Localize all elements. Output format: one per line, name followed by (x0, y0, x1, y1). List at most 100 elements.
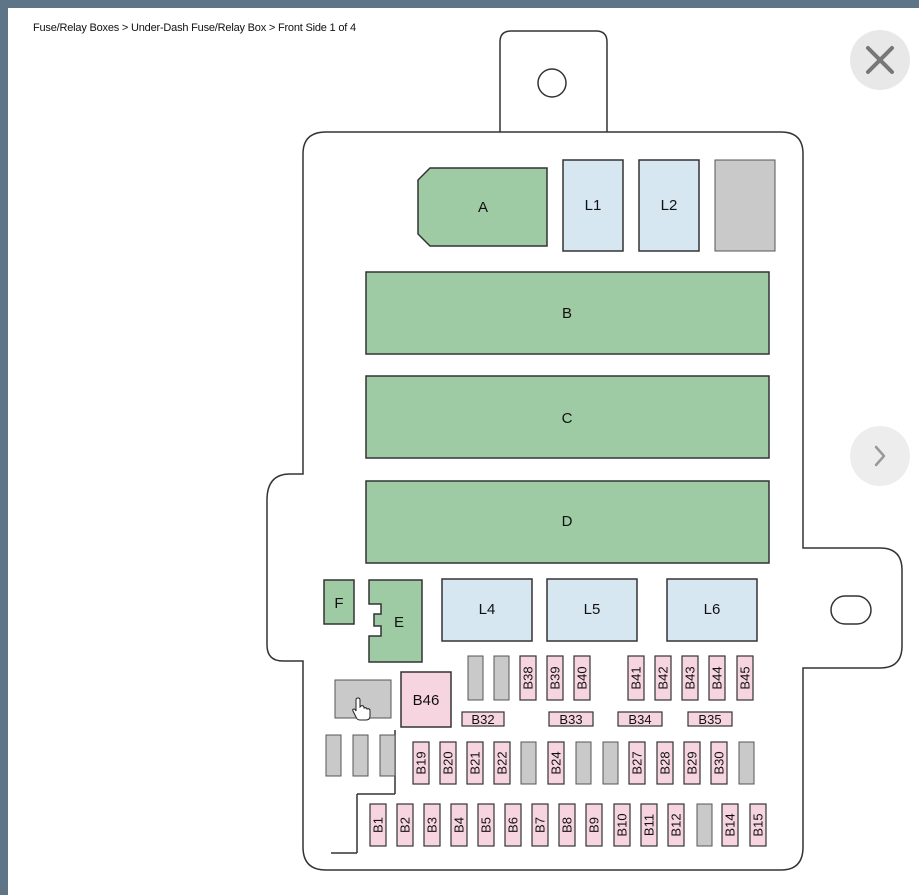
fuse-b15[interactable]: B15 (749, 803, 767, 847)
fuse-b45-label: B45 (738, 666, 753, 689)
fuse-b1-label: B1 (371, 817, 386, 833)
fuse-b3-label: B3 (425, 817, 440, 833)
empty-slot (696, 803, 713, 847)
close-button[interactable] (850, 30, 910, 90)
large-fuse-l1-label: L1 (585, 197, 602, 214)
large-fuse-l1[interactable]: L1 (562, 159, 624, 252)
chevron-right-icon (874, 445, 886, 467)
fuse-b11-label: B11 (642, 814, 657, 836)
relay-e[interactable]: E (368, 579, 423, 663)
fuse-b40[interactable]: B40 (573, 655, 591, 701)
fuse-b9[interactable]: B9 (585, 803, 603, 847)
large-fuse-l4[interactable]: L4 (441, 578, 533, 642)
fuse-row-mid: B19 B20 B21 B22 B24 B27 B28 B29 B30 (412, 741, 728, 785)
fuse-b6-label: B6 (506, 817, 521, 833)
relay-c[interactable]: C (365, 375, 770, 459)
fuse-b46[interactable]: B46 (400, 671, 452, 728)
large-fuse-l4-label: L4 (479, 601, 496, 618)
fuse-b8[interactable]: B8 (558, 803, 576, 847)
large-fuse-l2[interactable]: L2 (638, 159, 700, 252)
fuse-b3[interactable]: B3 (423, 803, 441, 847)
fuse-b30-label: B30 (712, 751, 727, 774)
hand-pointer-icon (352, 697, 371, 721)
fuse-b22[interactable]: B22 (493, 741, 511, 785)
empty-slot (352, 734, 369, 777)
breadcrumb: Fuse/Relay Boxes > Under-Dash Fuse/Relay… (33, 22, 356, 34)
fuse-b20[interactable]: B20 (439, 741, 457, 785)
fuse-b24-label: B24 (549, 751, 564, 774)
fuse-b21-label: B21 (468, 751, 483, 774)
fuse-b29-label: B29 (685, 751, 700, 774)
fuse-b34[interactable]: B34 (617, 711, 663, 727)
empty-slot (602, 741, 619, 785)
fuse-b39[interactable]: B39 (546, 655, 564, 701)
fuse-b7-label: B7 (533, 817, 548, 833)
fuse-b5[interactable]: B5 (477, 803, 495, 847)
fuse-b35[interactable]: B35 (687, 711, 733, 727)
fuse-b12-label: B12 (669, 813, 684, 836)
fuse-b44[interactable]: B44 (708, 655, 726, 701)
fuse-b4[interactable]: B4 (450, 803, 468, 847)
fuse-b33[interactable]: B33 (548, 711, 594, 727)
fuse-b6[interactable]: B6 (504, 803, 522, 847)
relay-f[interactable]: F (323, 579, 355, 625)
relay-f-label: F (334, 595, 343, 612)
fuse-b11[interactable]: B11 (640, 803, 658, 847)
large-fuse-l5[interactable]: L5 (546, 578, 638, 642)
fuse-b30[interactable]: B30 (710, 741, 728, 785)
empty-slot (714, 159, 776, 252)
fuse-b10[interactable]: B10 (613, 803, 631, 847)
fuse-b19-label: B19 (414, 751, 429, 774)
fuse-b24[interactable]: B24 (547, 741, 565, 785)
fuse-b45[interactable]: B45 (736, 655, 754, 701)
fuse-b15-label: B15 (751, 813, 766, 836)
fuse-b41-label: B41 (629, 666, 644, 689)
fuse-b5-label: B5 (479, 817, 494, 833)
empty-slot (379, 734, 396, 777)
empty-slot (325, 734, 342, 777)
next-page-button[interactable] (850, 426, 910, 486)
empty-slot (520, 741, 537, 785)
fuse-b42[interactable]: B42 (654, 655, 672, 701)
fuse-b44-label: B44 (710, 666, 725, 689)
fuse-b42-label: B42 (656, 666, 671, 689)
fuse-b4-label: B4 (452, 817, 467, 833)
empty-slot (467, 655, 484, 701)
fuse-b8-label: B8 (560, 817, 575, 833)
relay-b[interactable]: B (365, 271, 770, 355)
fuse-b43[interactable]: B43 (681, 655, 699, 701)
fuse-b21[interactable]: B21 (466, 741, 484, 785)
fuse-b29[interactable]: B29 (683, 741, 701, 785)
relay-d[interactable]: D (365, 480, 770, 564)
fuse-b38[interactable]: B38 (519, 655, 537, 701)
large-fuse-l6[interactable]: L6 (666, 578, 758, 642)
fuse-b32[interactable]: B32 (461, 711, 505, 727)
relay-a[interactable]: A (417, 167, 548, 247)
fuse-b19[interactable]: B19 (412, 741, 430, 785)
fuse-b20-label: B20 (441, 751, 456, 774)
fuse-b39-label: B39 (548, 666, 563, 689)
large-fuse-l2-label: L2 (661, 197, 678, 214)
close-icon (866, 46, 894, 74)
fuse-b34-label: B34 (628, 712, 651, 727)
fuse-b14[interactable]: B14 (721, 803, 739, 847)
fuse-b41[interactable]: B41 (627, 655, 645, 701)
relay-a-label: A (478, 199, 488, 216)
fuse-b27[interactable]: B27 (628, 741, 646, 785)
fuse-b33-label: B33 (559, 712, 582, 727)
empty-slot (738, 741, 755, 785)
empty-slots-lower-left (325, 655, 755, 847)
fuse-b32-label: B32 (471, 712, 494, 727)
fuse-row-top: B38 B39 B40 B41 B42 B43 B44 B45 (519, 655, 754, 701)
fuse-b7[interactable]: B7 (531, 803, 549, 847)
fuse-b10-label: B10 (615, 813, 630, 836)
relay-c-label: C (562, 410, 573, 427)
fuse-b2[interactable]: B2 (396, 803, 414, 847)
fuse-b12[interactable]: B12 (667, 803, 685, 847)
fuse-b28[interactable]: B28 (656, 741, 674, 785)
fuse-b1[interactable]: B1 (369, 803, 387, 847)
fuse-b35-label: B35 (698, 712, 721, 727)
fuse-b40-label: B40 (575, 666, 590, 689)
fuse-b2-label: B2 (398, 817, 413, 833)
